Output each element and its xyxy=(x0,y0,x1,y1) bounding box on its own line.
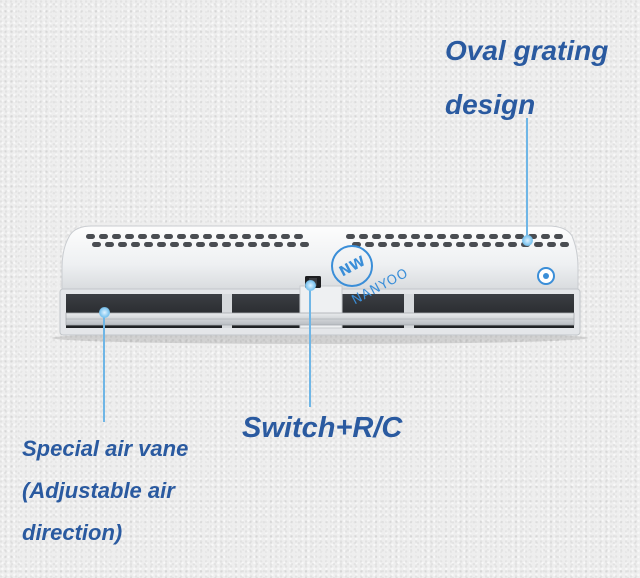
grating-slot xyxy=(248,242,257,247)
switch-rc-label: Switch+R/C xyxy=(242,412,403,444)
grating-slot xyxy=(391,242,400,247)
air-vane-leader-line xyxy=(103,312,105,422)
switch-leader-line xyxy=(309,285,311,407)
grating-slot xyxy=(151,234,160,239)
oval-grating-marker xyxy=(522,235,533,246)
grating-slot xyxy=(131,242,140,247)
grating-slot xyxy=(125,234,134,239)
receiver-badge-icon xyxy=(537,267,555,285)
grating-slot xyxy=(92,242,101,247)
grating-slot xyxy=(294,234,303,239)
air-vane xyxy=(65,312,575,326)
grating-slot xyxy=(365,242,374,247)
oval-grating-label: Oval grating design xyxy=(445,24,608,132)
grating-slot xyxy=(196,242,205,247)
grating-slot xyxy=(268,234,277,239)
grating-slot xyxy=(430,242,439,247)
grating-slot xyxy=(177,234,186,239)
grating-slot xyxy=(411,234,420,239)
grating-slot xyxy=(86,234,95,239)
grating-slot xyxy=(424,234,433,239)
air-vane-line1: Special air vane xyxy=(22,436,189,461)
grating-slot xyxy=(560,242,569,247)
grating-slot xyxy=(261,242,270,247)
grating-slot xyxy=(469,242,478,247)
grating-slot xyxy=(209,242,218,247)
air-vane-line3: direction) xyxy=(22,520,123,545)
grating-slot xyxy=(476,234,485,239)
grating-slot xyxy=(502,234,511,239)
oval-grating-leader-line xyxy=(526,118,528,240)
grating-slot xyxy=(489,234,498,239)
oval-grating-line2: design xyxy=(445,89,536,120)
grating-slot xyxy=(216,234,225,239)
grating-slot xyxy=(450,234,459,239)
grating-slot xyxy=(547,242,556,247)
grating-slot xyxy=(456,242,465,247)
grating-slot xyxy=(443,242,452,247)
grating-slot xyxy=(183,242,192,247)
grating-slot xyxy=(170,242,179,247)
grating-slot xyxy=(105,242,114,247)
grating-slot xyxy=(541,234,550,239)
grating-slot xyxy=(300,242,309,247)
grating-slot xyxy=(144,242,153,247)
grating-slot xyxy=(274,242,283,247)
grating-slot xyxy=(554,234,563,239)
grating-slot xyxy=(508,242,517,247)
grating-slot xyxy=(417,242,426,247)
grating-slot xyxy=(495,242,504,247)
grating-slot xyxy=(398,234,407,239)
grating-slot xyxy=(534,242,543,247)
grating-slot xyxy=(112,234,121,239)
grating-slot xyxy=(99,234,108,239)
grating-slot xyxy=(281,234,290,239)
grating-slot xyxy=(287,242,296,247)
switch-marker xyxy=(305,280,316,291)
grating-slot xyxy=(164,234,173,239)
grating-slot xyxy=(359,234,368,239)
grating-slot xyxy=(482,242,491,247)
air-outlet xyxy=(59,285,581,336)
oval-grating-line1: Oval grating xyxy=(445,35,609,66)
grating-slot xyxy=(372,234,381,239)
grating-slot xyxy=(235,242,244,247)
grating-slot xyxy=(138,234,147,239)
grating-slot xyxy=(346,234,355,239)
air-vane-line2: (Adjustable air xyxy=(22,478,175,503)
oval-grating xyxy=(86,234,569,247)
air-vane-label: Special air vane (Adjustable air directi… xyxy=(22,428,188,554)
grating-slot xyxy=(404,242,413,247)
grating-slot xyxy=(242,234,251,239)
grating-slot xyxy=(463,234,472,239)
grating-slot xyxy=(437,234,446,239)
grating-slot xyxy=(157,242,166,247)
grating-slot xyxy=(118,242,127,247)
grating-slot xyxy=(203,234,212,239)
grating-slot xyxy=(222,242,231,247)
air-vane-marker xyxy=(99,307,110,318)
grating-slot xyxy=(190,234,199,239)
grating-slot xyxy=(515,234,524,239)
grating-slot xyxy=(378,242,387,247)
grating-slot xyxy=(255,234,264,239)
grating-slot xyxy=(385,234,394,239)
grating-slot xyxy=(229,234,238,239)
